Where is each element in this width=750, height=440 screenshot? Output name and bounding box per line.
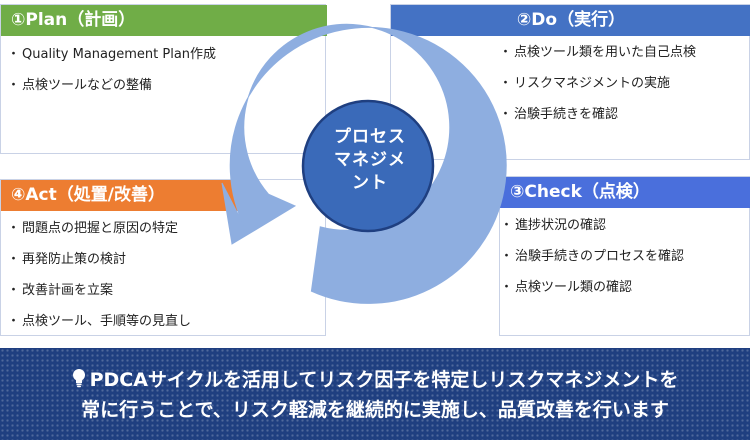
do-header: ②Do（実行） [391,5,750,36]
center-label-line: ント [352,173,388,193]
lightbulb-icon [72,369,85,388]
center-label: プロセス マネジメ ント [312,126,428,195]
do-panel: ②Do（実行） 点検ツール類を用いた自己点検 リスクマネジメントの実施 治験手続… [390,4,750,160]
banner-line: PDCAサイクルを活用してリスク因子を特定しリスクマネジメントを [0,365,750,395]
check-panel: ③Check（点検） 進捗状況の確認 治験手続きのプロセスを確認 点検ツール類の… [499,176,750,336]
do-item: 点検ツール類を用いた自己点検 [499,37,696,68]
act-panel: ④Act（処置/改善） 問題点の把握と原因の特定 再発防止策の検討 改善計画を立… [0,179,326,336]
summary-banner: PDCAサイクルを活用してリスク因子を特定しリスクマネジメントを 常に行うことで… [0,348,750,440]
act-item: 問題点の把握と原因の特定 [7,213,191,244]
center-circle [301,99,435,233]
plan-header: ①Plan（計画） [1,5,327,36]
plan-item: Quality Management Plan作成 [7,39,216,70]
center-label-line: プロセス [334,127,406,147]
check-list: 進捗状況の確認 治験手続きのプロセスを確認 点検ツール類の確認 [500,210,684,303]
do-list: 点検ツール類を用いた自己点検 リスクマネジメントの実施 治験手続きを確認 [499,37,696,130]
do-item: リスクマネジメントの実施 [499,68,696,99]
check-item: 進捗状況の確認 [500,210,684,241]
check-item: 治験手続きのプロセスを確認 [500,241,684,272]
act-item: 改善計画を立案 [7,275,191,306]
act-header: ④Act（処置/改善） [1,180,241,211]
do-item: 治験手続きを確認 [499,99,696,130]
banner-text-line1: PDCAサイクルを活用してリスク因子を特定しリスクマネジメントを [89,369,679,391]
plan-item: 点検ツールなどの整備 [7,70,216,101]
plan-panel: ①Plan（計画） Quality Management Plan作成 点検ツー… [0,4,327,154]
center-label-line: マネジメ [334,150,406,170]
act-list: 問題点の把握と原因の特定 再発防止策の検討 改善計画を立案 点検ツール、手順等の… [7,213,191,337]
banner-text-line2: 常に行うことで、リスク軽減を継続的に実施し、品質改善を行います [81,399,669,421]
act-item: 再発防止策の検討 [7,244,191,275]
check-header: ③Check（点検） [500,177,750,208]
plan-list: Quality Management Plan作成 点検ツールなどの整備 [7,39,216,101]
act-item: 点検ツール、手順等の見直し [7,306,191,337]
check-item: 点検ツール類の確認 [500,272,684,303]
